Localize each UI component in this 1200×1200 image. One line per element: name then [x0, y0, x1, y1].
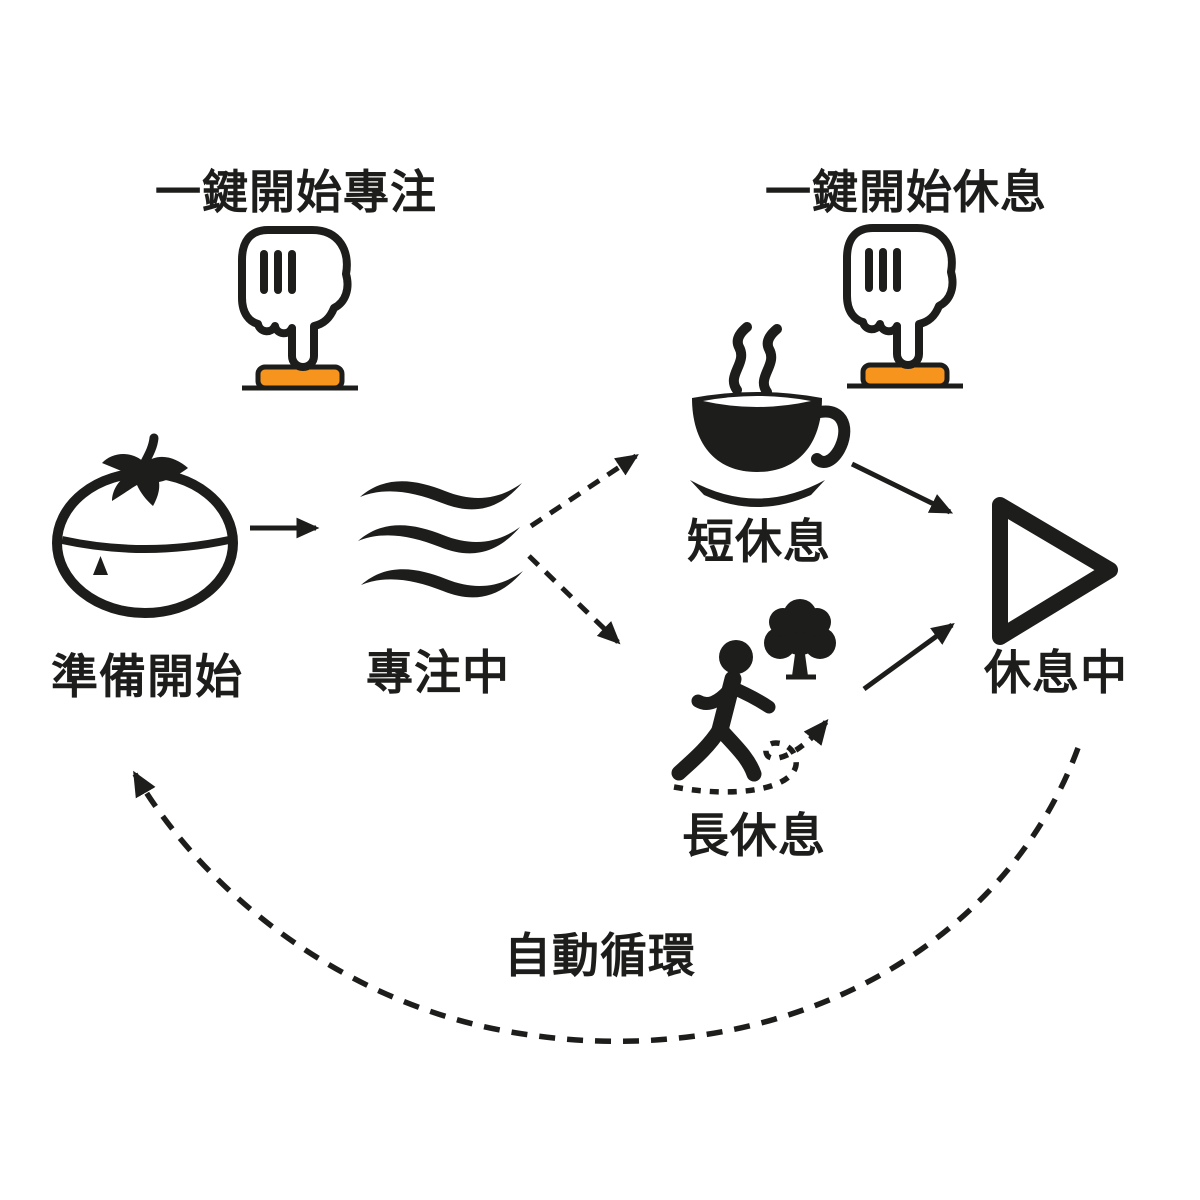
- steam-icon: [728, 322, 752, 395]
- start-focus-annotation: 一鍵開始專注: [155, 166, 437, 388]
- node-resting-label: 休息中: [983, 646, 1128, 699]
- start-break-label: 一鍵開始休息: [765, 166, 1047, 218]
- node-long-break-label: 長休息: [682, 809, 826, 862]
- steam-icon: [758, 324, 782, 397]
- node-ready-label: 準備開始: [51, 650, 243, 703]
- tree-icon: [764, 599, 836, 680]
- edge-focusing-to-long-break: [527, 554, 621, 645]
- node-ready: 準備開始: [51, 433, 243, 703]
- edge-short-break-to-resting: [850, 461, 954, 515]
- start-break-annotation: 一鍵開始休息: [765, 166, 1047, 386]
- press-button-icon: [847, 228, 963, 386]
- edge-focusing-to-short-break: [529, 453, 639, 529]
- node-short-break-label: 短休息: [687, 515, 831, 568]
- edge-long-break-to-resting: [862, 622, 955, 692]
- coffee-cup-icon: [690, 322, 851, 507]
- auto-cycle-label: 自動循環: [504, 929, 696, 982]
- auto-cycle-annotation: 自動循環: [132, 747, 1081, 1044]
- walk-path-arrow: [673, 719, 829, 795]
- node-focusing: 專注中: [358, 481, 523, 699]
- start-focus-label: 一鍵開始專注: [155, 166, 437, 218]
- node-short-break: 短休息: [687, 322, 851, 568]
- walking-person-icon: [671, 640, 776, 782]
- press-button-icon: [242, 230, 358, 388]
- play-icon: [992, 497, 1118, 645]
- node-long-break: 長休息: [671, 599, 836, 862]
- edge-resting-to-ready-arc: [132, 747, 1081, 1044]
- node-resting: 休息中: [983, 497, 1128, 699]
- focus-waves-icon: [358, 481, 523, 598]
- tomato-timer-icon: [52, 433, 238, 618]
- node-focusing-label: 專注中: [366, 646, 510, 699]
